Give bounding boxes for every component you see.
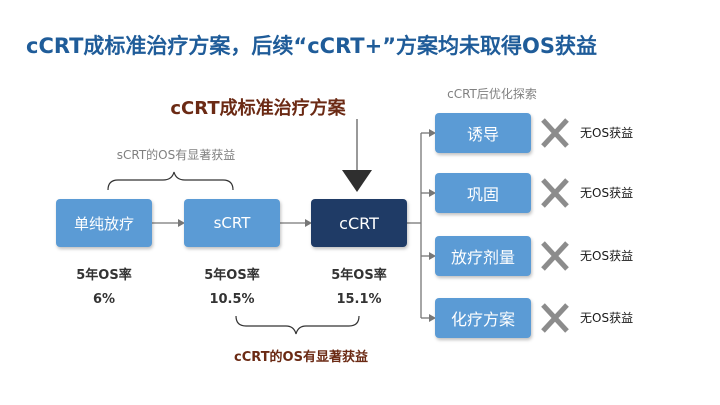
x-mark-icon xyxy=(541,241,569,271)
curly-brace-icon xyxy=(235,315,360,335)
arrow-down-icon xyxy=(342,119,372,192)
optimization-note: cCRT后优化探索 xyxy=(447,87,537,101)
arrow-right-icon xyxy=(152,219,185,227)
result-text: 无OS获益 xyxy=(580,249,634,263)
standard-treatment-label: cCRT成标准治疗方案 xyxy=(170,98,346,119)
x-mark-icon xyxy=(541,303,569,333)
result-text: 无OS获益 xyxy=(580,311,634,325)
os-rate-label: 5年OS率 xyxy=(76,268,132,283)
optimization-box-chemo-regimen: 化疗方案 xyxy=(435,298,531,338)
ccrt-benefit-note: cCRT的OS有显著获益 xyxy=(234,350,368,365)
x-mark-icon xyxy=(541,118,569,148)
branch-connector xyxy=(407,132,430,319)
branch-arrowheads xyxy=(429,129,436,322)
result-text: 无OS获益 xyxy=(580,126,634,140)
result-text: 无OS获益 xyxy=(580,186,634,200)
os-rate-ccrt: 5年OS率 15.1% xyxy=(309,264,409,312)
page-title: cCRT成标准治疗方案，后续“cCRT+”方案均未取得OS获益 xyxy=(26,34,597,58)
os-rate-value: 15.1% xyxy=(336,292,382,307)
curly-brace-icon xyxy=(107,171,234,191)
os-rate-value: 10.5% xyxy=(209,292,255,307)
arrow-right-icon xyxy=(280,219,312,227)
optimization-box-radiation-dose: 放疗剂量 xyxy=(435,236,531,276)
os-rate-scrt: 5年OS率 10.5% xyxy=(182,264,282,312)
optimization-box-consolidation: 巩固 xyxy=(435,173,531,213)
os-rate-radiotherapy: 5年OS率 6% xyxy=(54,264,154,312)
os-rate-value: 6% xyxy=(92,292,116,307)
treatment-box-scrt: sCRT xyxy=(184,199,280,247)
os-rate-label: 5年OS率 xyxy=(331,268,387,283)
treatment-box-ccrt: cCRT xyxy=(311,199,407,247)
os-rate-label: 5年OS率 xyxy=(204,268,260,283)
treatment-box-radiotherapy: 单纯放疗 xyxy=(56,199,152,247)
scrt-benefit-note: sCRT的OS有显著获益 xyxy=(116,148,236,162)
optimization-box-induction: 诱导 xyxy=(435,113,531,153)
x-mark-icon xyxy=(541,178,569,208)
